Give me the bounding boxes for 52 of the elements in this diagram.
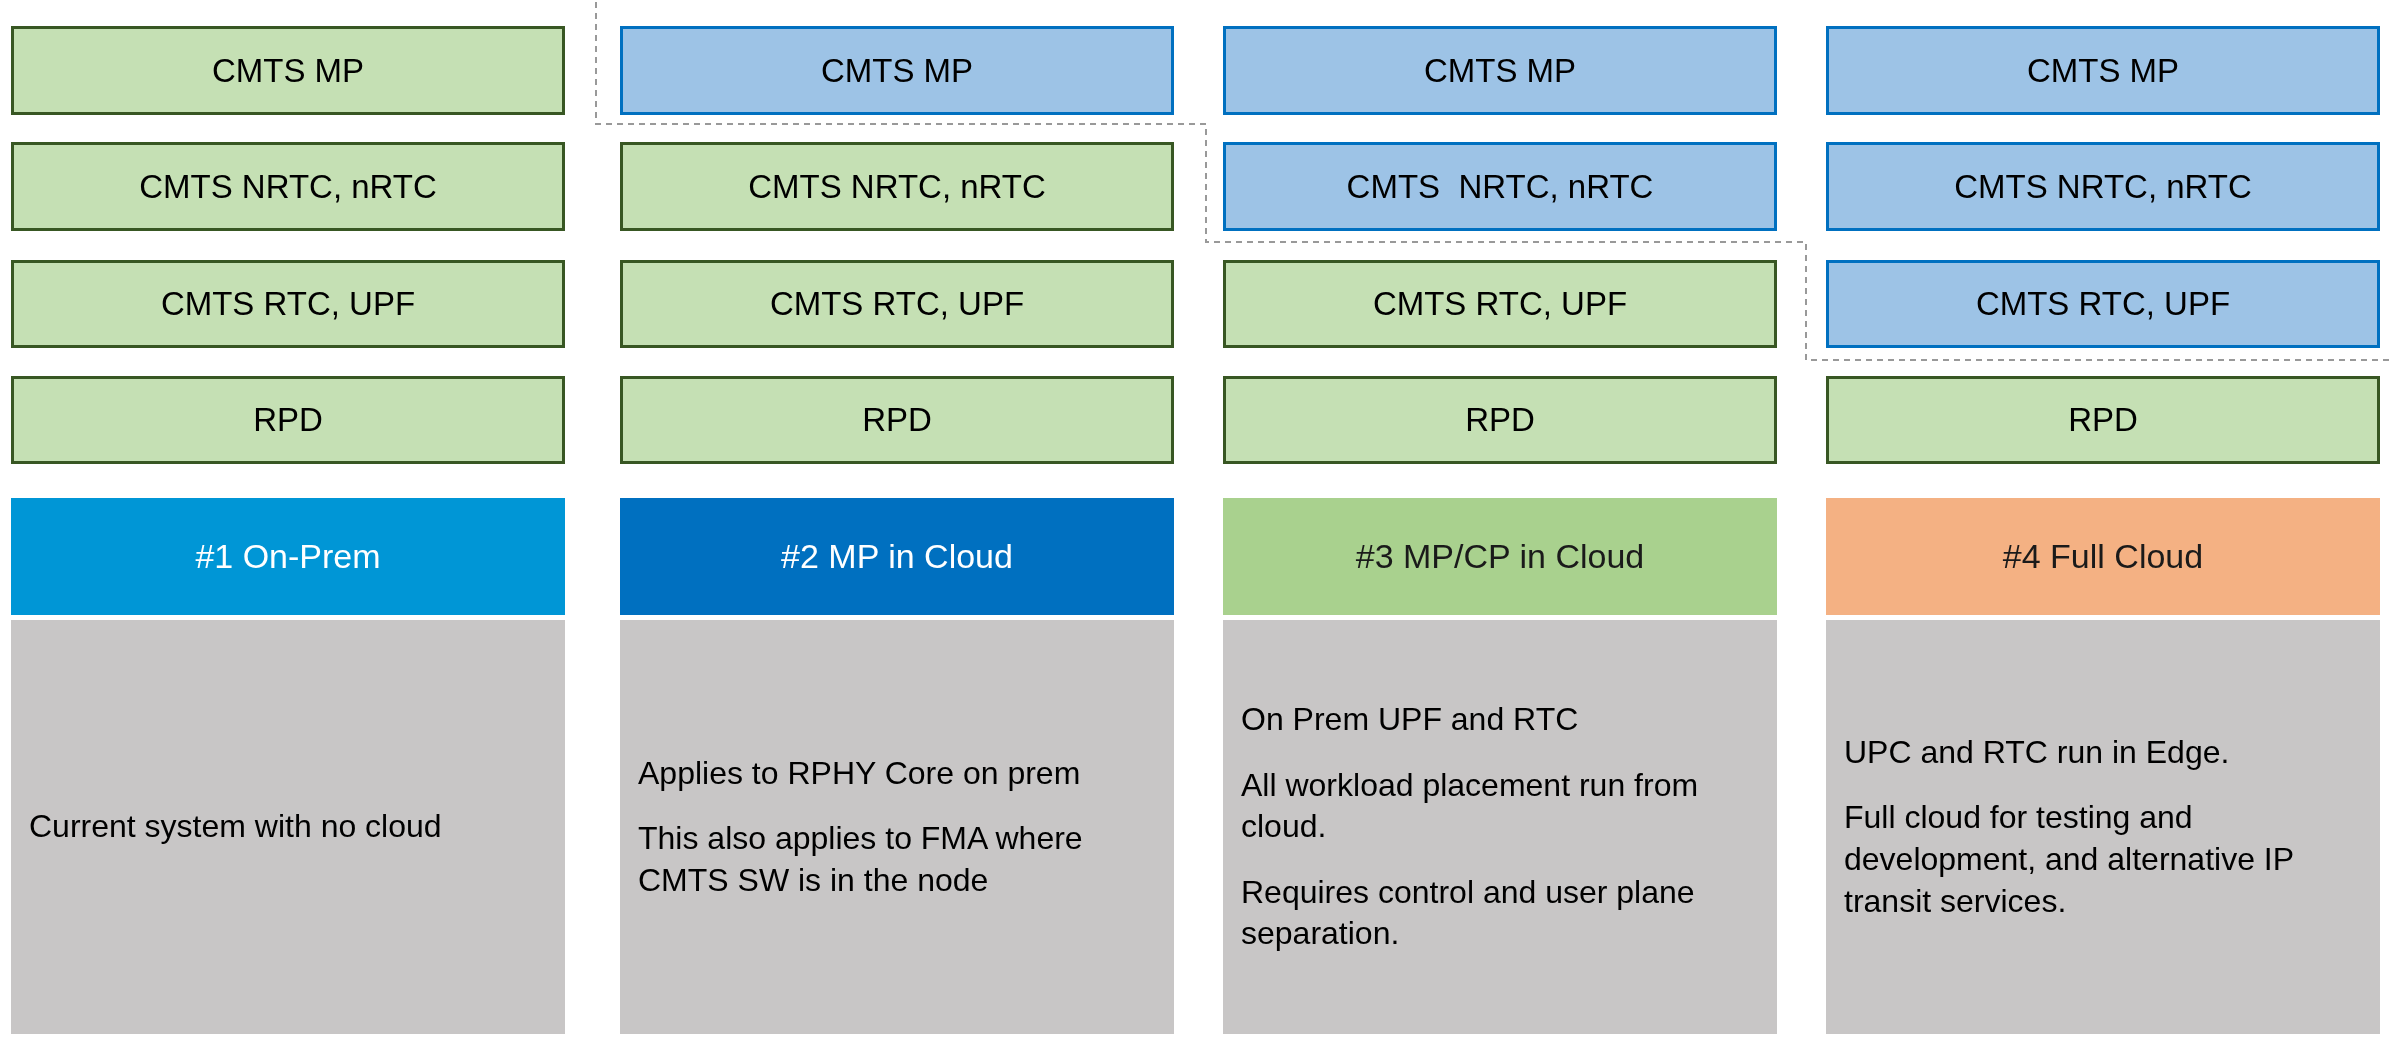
layer-box bbox=[1826, 26, 2380, 115]
description-text: Full cloud for testing and development, and alternative IP transit services. bbox=[1844, 798, 2295, 921]
layer-box bbox=[1223, 260, 1777, 348]
layer-label: CMTS RTC, UPF bbox=[1372, 285, 1628, 323]
layer-box bbox=[11, 260, 565, 348]
layer-label: CMTS MP bbox=[820, 51, 974, 90]
description-panel bbox=[11, 620, 565, 1034]
layer-box bbox=[620, 142, 1174, 231]
layer-label: RPD bbox=[862, 401, 932, 439]
layer-label: RPD bbox=[253, 401, 323, 439]
layer-box bbox=[1826, 260, 2380, 348]
layer-label: RPD bbox=[1465, 401, 1535, 439]
scenario-header bbox=[11, 498, 565, 615]
layer-box bbox=[1826, 376, 2380, 464]
description-text: This also applies to FMA where CMTS SW is in the node bbox=[638, 819, 1084, 900]
layer-box bbox=[620, 376, 1174, 464]
layer-box bbox=[11, 26, 565, 115]
layer-box bbox=[1223, 376, 1777, 464]
header-label: #2 MP in Cloud bbox=[781, 537, 1013, 576]
layer-label: CMTS NRTC, nRTC bbox=[139, 167, 437, 206]
description-panel bbox=[1223, 620, 1777, 1034]
layer-label: CMTS RTC, UPF bbox=[1975, 285, 2231, 323]
header-label: #1 On-Prem bbox=[195, 537, 381, 576]
layer-box bbox=[620, 26, 1174, 115]
layer-label: CMTS MP bbox=[2026, 51, 2180, 90]
layer-box bbox=[1223, 26, 1777, 115]
description-text: Requires control and user plane separation. bbox=[1241, 872, 1696, 954]
layer-label: RPD bbox=[2068, 401, 2138, 439]
description-text: All workload placement run from cloud. bbox=[1241, 765, 1700, 847]
header-label: #3 MP/CP in Cloud bbox=[1355, 537, 1645, 576]
description-text: Applies to RPHY Core on prem bbox=[638, 753, 1081, 793]
description-text: On Prem UPF and RTC bbox=[1241, 700, 1579, 739]
layer-box bbox=[1826, 142, 2380, 231]
layer-label: CMTS MP bbox=[211, 51, 365, 90]
layer-label: CMTS NRTC, nRTC bbox=[1346, 167, 1654, 206]
layer-label: CMTS MP bbox=[1423, 51, 1577, 90]
description-panel bbox=[1826, 620, 2380, 1034]
description-panel bbox=[620, 620, 1174, 1034]
layer-label: CMTS RTC, UPF bbox=[769, 285, 1025, 323]
layer-box bbox=[1223, 142, 1777, 231]
header-label: #4 Full Cloud bbox=[2002, 537, 2204, 576]
scenario-header bbox=[1826, 498, 2380, 615]
layer-box bbox=[11, 142, 565, 231]
scenario-header bbox=[620, 498, 1174, 615]
layer-box bbox=[620, 260, 1174, 348]
layer-label: CMTS NRTC, nRTC bbox=[1954, 167, 2252, 206]
layer-box bbox=[11, 376, 565, 464]
description-text: UPC and RTC run in Edge. bbox=[1844, 732, 2230, 772]
layer-label: CMTS RTC, UPF bbox=[160, 285, 416, 323]
scenario-header bbox=[1223, 498, 1777, 615]
description-text: Current system with no cloud bbox=[29, 807, 442, 847]
layer-label: CMTS NRTC, nRTC bbox=[748, 167, 1046, 206]
